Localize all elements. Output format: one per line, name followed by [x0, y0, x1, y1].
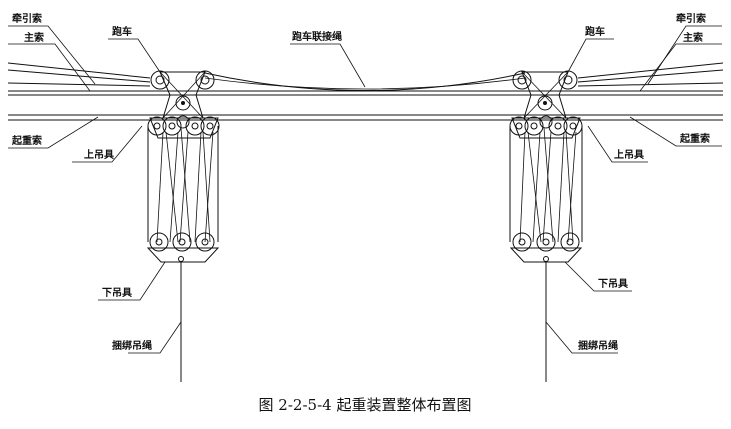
label-trolley-right: 跑车 — [585, 25, 605, 38]
label-hoisting-rope-right: 起重索 — [679, 132, 710, 145]
left-lower-block — [146, 232, 220, 382]
label-lower-block-right: 下吊具 — [598, 278, 628, 290]
label-binding-sling-left: 捆绑吊绳 — [112, 339, 152, 352]
label-traction-rope-right: 牵引索 — [676, 12, 706, 25]
label-binding-sling-right: 捆绑吊绳 — [578, 339, 618, 352]
figure-caption: 图 2-2-5-4 起重装置整体布置图 — [259, 396, 472, 414]
label-lower-block-left: 下吊具 — [102, 287, 132, 299]
leader-lines — [8, 25, 722, 354]
left-upper-block — [147, 115, 220, 139]
label-upper-block-right: 上吊具 — [614, 148, 644, 161]
right-lower-block — [509, 232, 583, 382]
right-upper-block — [509, 115, 583, 139]
left-tackle-ropes — [147, 126, 219, 243]
label-upper-block-left: 上吊具 — [84, 148, 114, 161]
label-traction-rope-left: 牵引索 — [12, 12, 42, 25]
labels: 牵引索 主索 跑车 跑车联接绳 跑车 牵引索 主索 起重索 上吊具 上吊具 起重… — [11, 12, 710, 352]
right-tackle-ropes — [509, 126, 583, 243]
label-main-cable-left: 主索 — [24, 31, 44, 44]
label-trolley-left: 跑车 — [112, 25, 132, 38]
label-trolley-link-rope: 跑车联接绳 — [292, 30, 342, 43]
label-main-cable-right: 主索 — [683, 31, 703, 44]
label-hoisting-rope-left: 起重索 — [11, 134, 42, 147]
cable-lines — [7, 62, 724, 121]
left-trolley — [150, 70, 215, 119]
